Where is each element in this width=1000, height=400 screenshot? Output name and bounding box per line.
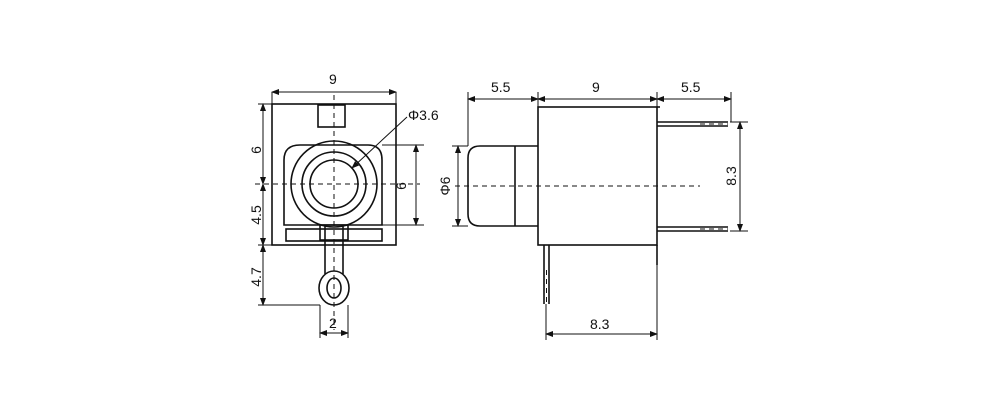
ring-height-label: 6 bbox=[393, 182, 409, 190]
side-right-label: 5.5 bbox=[681, 79, 701, 95]
front-top-height-label: 6 bbox=[248, 146, 264, 154]
side-left-label: 5.5 bbox=[491, 79, 511, 95]
bore-diameter-label: Φ3.6 bbox=[408, 107, 439, 123]
front-view: 9 6 4.5 4.7 2 Φ3.6 6 bbox=[248, 71, 439, 338]
front-mid-height-label: 4.5 bbox=[248, 205, 264, 225]
bore-leader bbox=[351, 116, 408, 169]
front-pin-height-label: 4.7 bbox=[248, 267, 264, 287]
side-body-outline bbox=[537, 106, 658, 246]
side-body-label: 9 bbox=[592, 79, 600, 95]
side-view: 5.5 9 5.5 8.3 Φ6 8.3 bbox=[437, 79, 748, 340]
barrel-diameter-label: Φ6 bbox=[437, 176, 453, 195]
front-pin-width-label: 2 bbox=[329, 315, 337, 331]
side-height-label: 8.3 bbox=[723, 166, 739, 186]
front-width-label: 9 bbox=[329, 71, 337, 87]
side-bottom-label: 8.3 bbox=[590, 316, 610, 332]
front-top-tab bbox=[317, 104, 346, 128]
